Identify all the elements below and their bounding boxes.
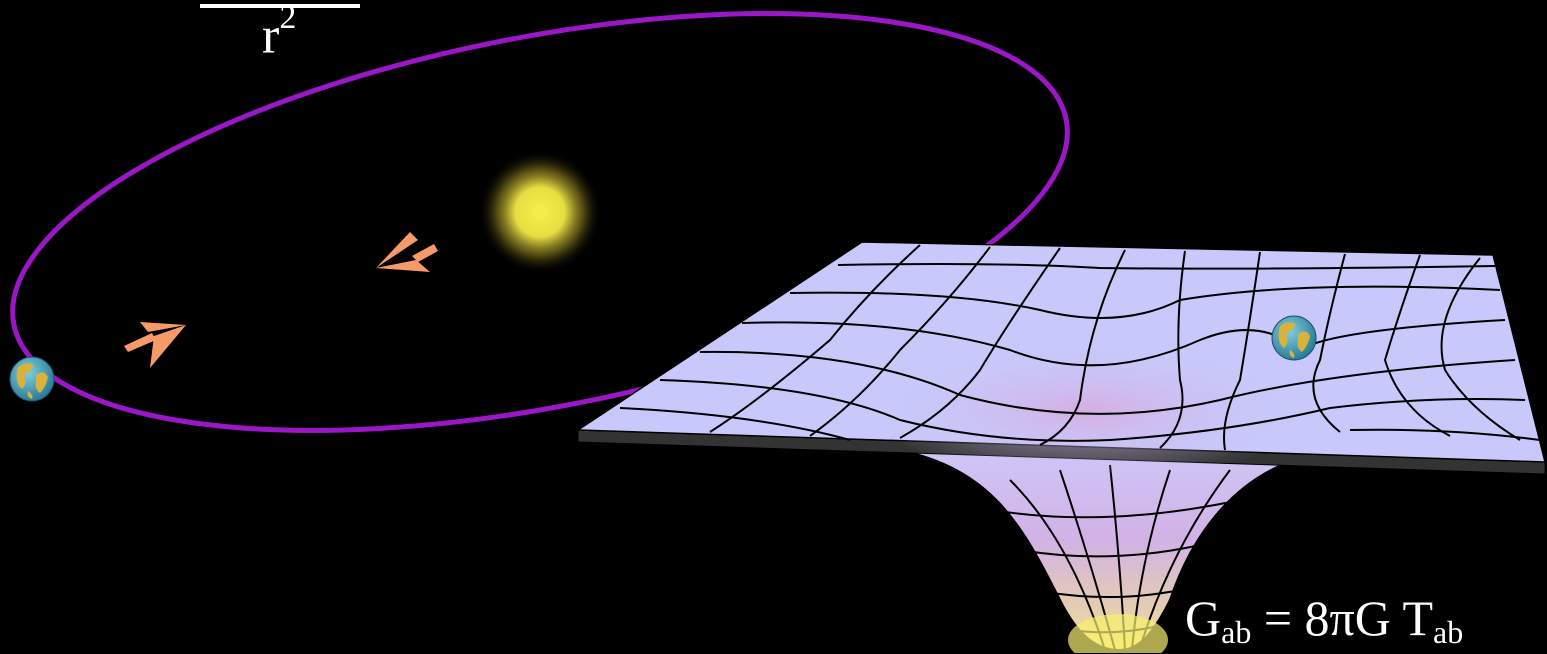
direction-arrow-icon <box>376 232 438 272</box>
einstein-T-subscript: ab <box>1433 614 1463 650</box>
earth-icon <box>10 357 54 401</box>
earth-icon <box>1272 316 1316 360</box>
direction-arrow-icon <box>124 322 186 368</box>
sun-icon <box>478 150 602 274</box>
einstein-rhs: = 8πG T <box>1251 590 1433 646</box>
einstein-equation: Gab = 8πG Tab <box>1185 588 1463 654</box>
denominator-base: r <box>262 7 279 64</box>
newton-denominator: r2 <box>262 0 296 62</box>
einstein-G-subscript: ab <box>1221 614 1251 650</box>
einstein-G: G <box>1185 590 1221 646</box>
denominator-exponent: 2 <box>279 0 296 36</box>
